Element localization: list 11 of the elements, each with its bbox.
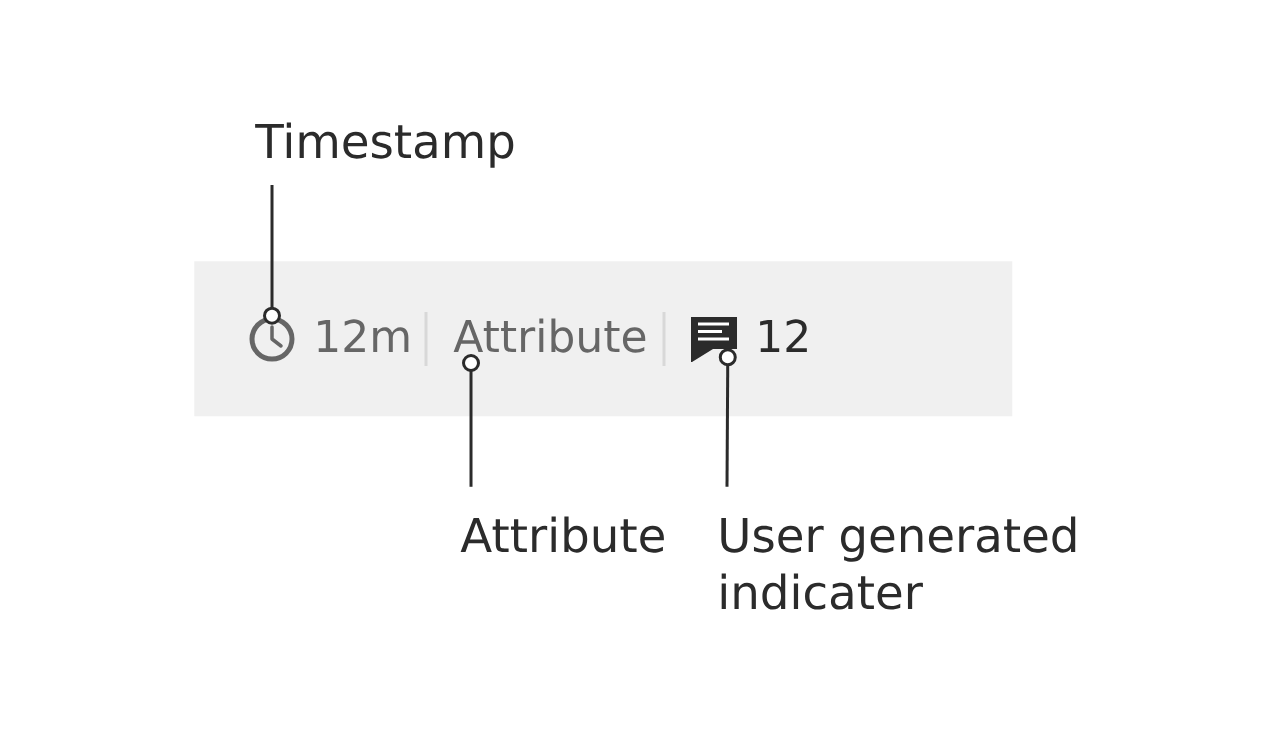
callout-label: User generated indicater	[721, 516, 1076, 610]
info-bar	[194, 261, 1013, 417]
leader-line	[263, 184, 281, 325]
leader-line	[462, 354, 480, 487]
clock-icon	[249, 316, 295, 362]
attribute-text: Attribute	[453, 318, 646, 353]
count-text: 12	[760, 319, 807, 352]
callout-label: Timestamp	[255, 122, 514, 168]
leader-line	[718, 348, 737, 487]
callout-label: Attribute	[460, 516, 664, 553]
time-text: 12m	[318, 319, 409, 352]
